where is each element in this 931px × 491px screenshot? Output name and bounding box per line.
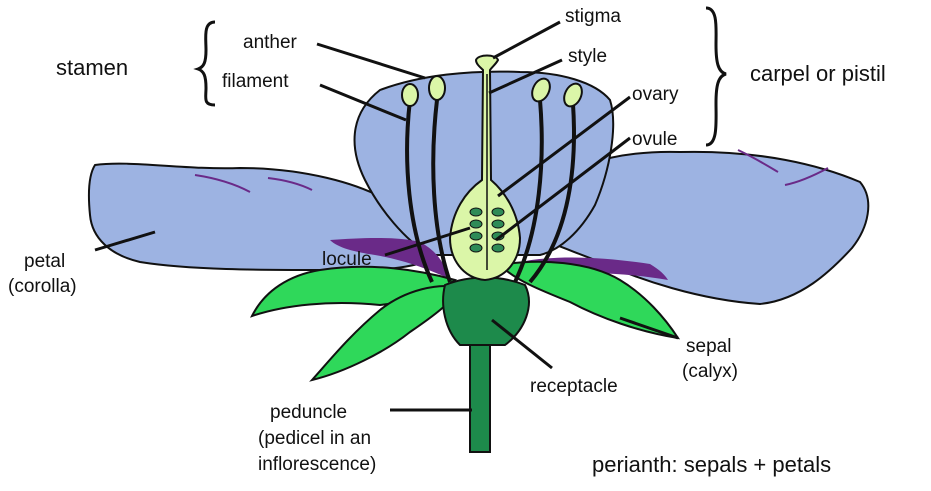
label-pedicel: (pedicel in an	[258, 428, 371, 449]
ovule	[470, 244, 482, 252]
label-locule: locule	[322, 249, 372, 270]
label-ovary: ovary	[632, 84, 679, 105]
brace-carpel	[706, 8, 726, 145]
brace-stamen	[198, 22, 215, 105]
ovule	[470, 208, 482, 216]
label-anther: anther	[243, 32, 298, 53]
ovule	[492, 220, 504, 228]
anther-2	[429, 76, 445, 100]
label-style: style	[568, 46, 607, 67]
label-ovule: ovule	[632, 129, 677, 150]
label-carpel: carpel or pistil	[750, 61, 886, 86]
peduncle-stem	[470, 340, 490, 452]
ovule	[470, 220, 482, 228]
label-sepal: sepal	[686, 336, 731, 357]
ovule	[492, 244, 504, 252]
ovule	[492, 208, 504, 216]
label-perianth: perianth: sepals + petals	[592, 452, 831, 477]
anther-1	[402, 84, 418, 106]
label-corolla: (corolla)	[8, 276, 77, 297]
label-stamen: stamen	[56, 55, 128, 80]
receptacle	[443, 278, 529, 346]
label-filament: filament	[222, 71, 289, 92]
leader-stigma	[493, 22, 560, 58]
leader-anther	[317, 44, 425, 78]
label-receptacle: receptacle	[530, 376, 618, 397]
label-calyx: (calyx)	[682, 361, 738, 382]
label-stigma: stigma	[565, 6, 621, 27]
label-petal: petal	[24, 251, 65, 272]
ovule	[470, 232, 482, 240]
label-inflorescence: inflorescence)	[258, 454, 376, 475]
label-peduncle: peduncle	[270, 402, 347, 423]
